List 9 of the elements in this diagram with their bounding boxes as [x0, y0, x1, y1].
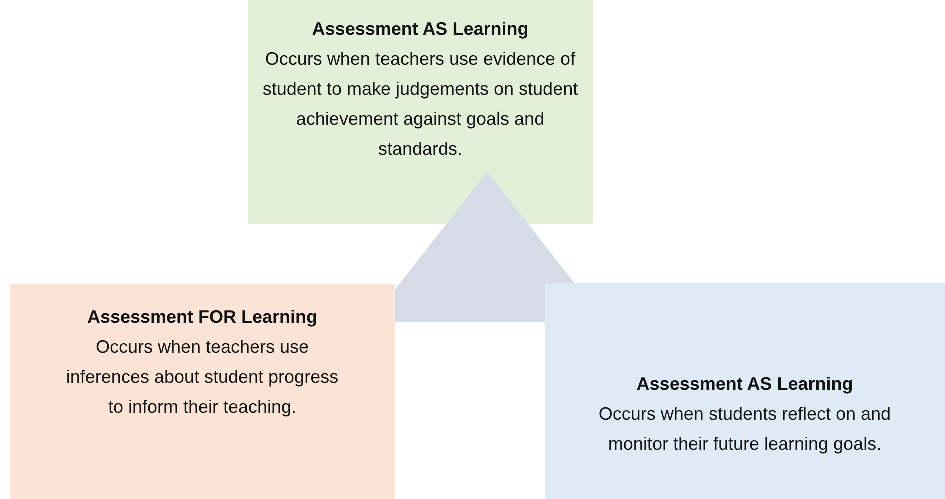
box-text: Occurs when teachers use evidence of student to make judgements on student achievement against goals and standards.	[262, 48, 580, 161]
box-heading: Assessment FOR Learning	[86, 306, 319, 329]
box-heading: Assessment AS Learning	[636, 373, 854, 396]
text-box	[10, 284, 395, 499]
box-text: Occurs when students reflect on and monitor their future learning goals.	[598, 403, 892, 456]
box-text: Occurs when teachers use inferences about student progress to inform their teaching.	[65, 336, 340, 419]
text-box	[248, 0, 593, 224]
text-box	[545, 283, 945, 499]
box-heading: Assessment AS Learning	[311, 18, 530, 41]
